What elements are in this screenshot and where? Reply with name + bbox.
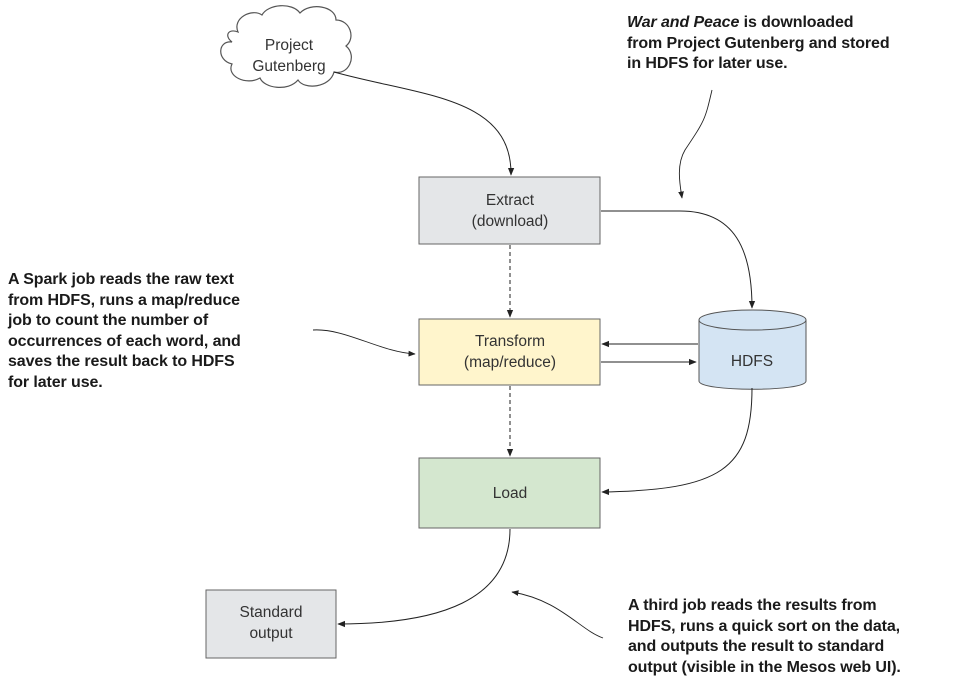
extract-to-hdfs-arrow (601, 210, 756, 309)
hdfs-label: HDFS (731, 353, 773, 370)
load-label: Load (493, 485, 527, 502)
hdfs-node: HDFS (698, 309, 807, 390)
war-and-peace-line-3: in HDFS for later use. (627, 55, 788, 72)
third-job-line-1: A third job reads the results from (628, 597, 877, 614)
project-gutenberg-label-1: Project (265, 37, 314, 54)
spark-job-leader-arrow (312, 329, 416, 357)
spark-job-line-4: occurrences of each word, and (8, 332, 241, 350)
extract-label: Extract (486, 192, 535, 209)
standard-output-label-2: output (249, 625, 293, 642)
war-and-peace-annotation: War and Peace is downloaded from Project… (627, 13, 890, 75)
spark-job-line-5: saves the result back to HDFS (8, 353, 235, 370)
load-node: Load (418, 457, 601, 529)
war-and-peace-title: War and Peace (627, 14, 740, 31)
extract-sublabel: (download) (472, 213, 549, 230)
third-job-line-4: output (visible in the Mesos web UI). (628, 658, 901, 676)
spark-job-line-3: job to count the number of (8, 312, 209, 329)
transform-node: Transform (map/reduce) (418, 318, 601, 386)
load-to-standard-output-arrow (337, 528, 511, 628)
hdfs-to-load-arrow (601, 387, 753, 496)
transform-label: Transform (475, 333, 545, 350)
spark-job-annotation: A Spark job reads the raw text from HDFS… (8, 270, 241, 393)
third-job-line-3: and outputs the result to standard (628, 638, 885, 655)
war-and-peace-line-2: from Project Gutenberg and stored (627, 34, 890, 52)
standard-output-node: Standard output (205, 589, 337, 659)
third-job-leader-arrow (511, 590, 604, 639)
project-gutenberg-cloud: Project Gutenberg (220, 5, 352, 88)
third-job-line-2: HDFS, runs a quick sort on the data, (628, 617, 900, 635)
war-and-peace-line-1: War and Peace is downloaded (627, 13, 890, 34)
war-and-peace-line-1-rest: is downloaded (739, 14, 854, 31)
extract-node: Extract (download) (418, 176, 601, 245)
spark-job-line-1: A Spark job reads the raw text (8, 271, 234, 288)
standard-output-label-1: Standard (240, 604, 303, 621)
spark-job-line-2: from HDFS, runs a map/reduce (8, 291, 240, 309)
transform-sublabel: (map/reduce) (464, 354, 556, 371)
project-gutenberg-label-2: Gutenberg (252, 58, 325, 75)
spark-job-line-6: for later use. (8, 373, 103, 391)
war-and-peace-leader-arrow (678, 89, 713, 199)
gutenberg-to-extract-arrow (333, 71, 515, 176)
third-job-annotation: A third job reads the results from HDFS,… (628, 596, 901, 678)
